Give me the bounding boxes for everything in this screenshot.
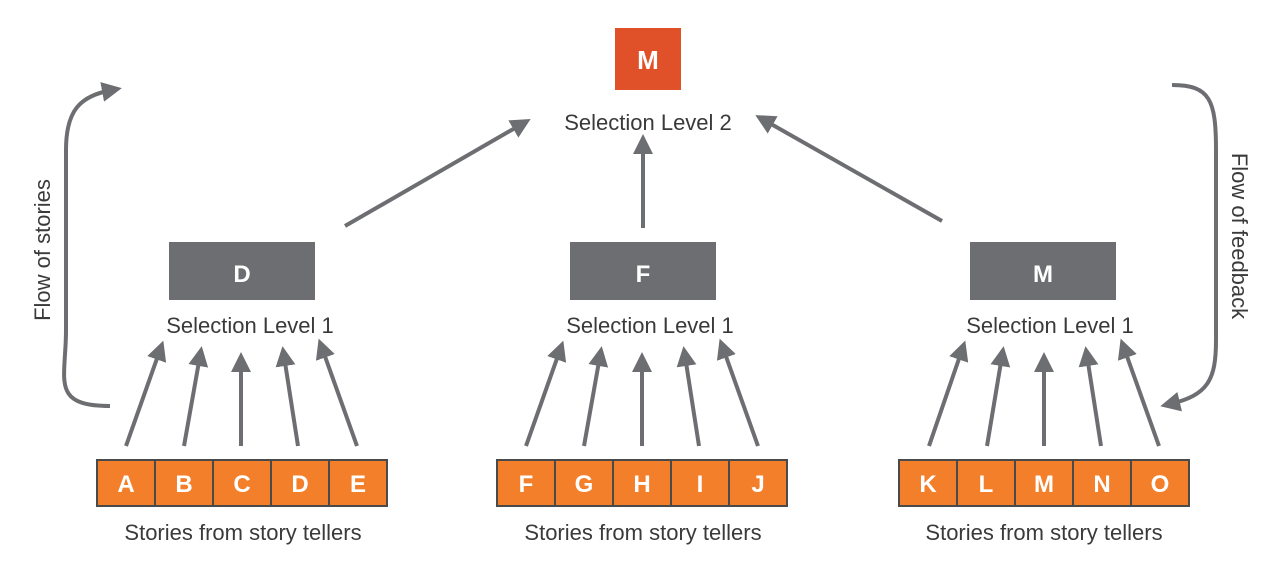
flow-of-stories-arrow [62,82,122,408]
story-caption: Stories from story tellers [124,520,361,545]
level1-box [169,242,315,300]
story-letter: L [979,471,994,498]
story-letter: N [1093,471,1110,498]
level1-box [570,242,716,300]
story-box [328,459,388,507]
story-letter: H [633,471,650,498]
arrow-left-to-top [344,119,531,228]
story-box [1130,459,1190,507]
story-letter: D [291,471,308,498]
story-arrow [1078,346,1103,447]
story-box [728,459,788,507]
story-letter: O [1151,471,1170,498]
level1-box-letter: F [636,261,651,288]
story-box [612,459,672,507]
story-box [1014,459,1074,507]
top-box [615,28,681,90]
story-letter: G [575,471,594,498]
story-arrow [927,340,969,447]
story-letter: K [919,471,937,498]
flow-of-stories-label: Flow of stories [30,179,55,321]
story-arrow [582,346,609,447]
flow-of-feedback-label: Flow of feedback [1227,153,1252,320]
group-left: D Selection Level 1 [166,242,334,338]
story-box [154,459,214,507]
story-letter: J [751,471,764,498]
story-row-left: A B C D E Stories from story tellers [96,459,388,545]
story-arrow [985,346,1011,447]
group-right: M Selection Level 1 [966,242,1134,338]
story-arrow [182,346,209,447]
group-center: F Selection Level 1 [566,242,734,338]
story-arrow [676,346,701,447]
story-arrow [716,338,760,447]
story-box [670,459,730,507]
story-letter: F [519,471,534,498]
story-arrow [275,346,300,447]
story-letter: C [233,471,250,498]
story-box [212,459,272,507]
story-box [1072,459,1132,507]
level1-box [970,242,1116,300]
top-node: M Selection Level 2 [564,28,732,135]
story-row-right: K L M N O Stories from story tellers [898,459,1190,545]
story-caption: Stories from story tellers [524,520,761,545]
level1-label: Selection Level 1 [566,313,734,338]
story-box [96,459,156,507]
story-arrow [1117,338,1161,447]
story-letter: I [697,471,704,498]
story-box [956,459,1016,507]
story-letter: B [175,471,192,498]
story-letter: E [350,471,366,498]
top-label: Selection Level 2 [564,110,732,135]
level1-box-letter: D [233,261,250,288]
story-letter: A [117,471,134,498]
story-arrow [524,340,567,447]
story-arrow [124,340,167,447]
arrow-right-to-top [755,115,943,223]
top-box-letter: M [637,45,659,75]
story-box [898,459,958,507]
flow-of-feedback-arrow [1160,83,1218,412]
level1-box-letter: M [1033,261,1053,288]
story-caption: Stories from story tellers [925,520,1162,545]
level1-label: Selection Level 1 [966,313,1134,338]
level1-label: Selection Level 1 [166,313,334,338]
story-letter: M [1034,471,1054,498]
story-box [554,459,614,507]
story-row-center: F G H I J Stories from story tellers [496,459,788,545]
story-arrow [315,338,359,447]
